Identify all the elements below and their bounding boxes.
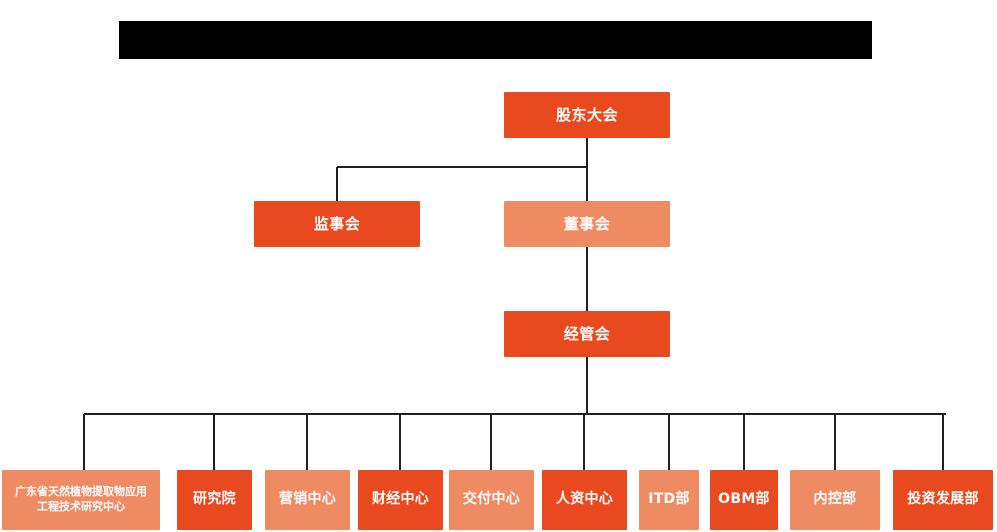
node-investment[interactable]: 投资发展部 — [893, 470, 993, 530]
node-supervisors-label: 监事会 — [313, 214, 361, 233]
node-finance-label: 财经中心 — [371, 491, 430, 508]
redacted-title-banner — [119, 21, 872, 59]
node-investment-label: 投资发展部 — [907, 491, 979, 508]
node-shareholders-label: 股东大会 — [555, 105, 618, 124]
node-directors-label: 董事会 — [563, 214, 611, 233]
node-itd[interactable]: ITD部 — [639, 470, 699, 530]
node-internal-control-label: 内控部 — [813, 491, 857, 508]
node-itd-label: ITD部 — [648, 491, 690, 508]
node-marketing-label: 营销中心 — [278, 491, 337, 508]
node-obm-label: OBM部 — [718, 491, 770, 508]
node-institute[interactable]: 研究院 — [177, 470, 252, 530]
node-hr-label: 人资中心 — [555, 491, 614, 508]
node-research-center[interactable]: 广东省天然植物提取物应用 工程技术研究中心 — [2, 470, 160, 530]
node-management[interactable]: 经管会 — [504, 311, 670, 357]
node-internal-control[interactable]: 内控部 — [790, 470, 880, 530]
node-marketing[interactable]: 营销中心 — [265, 470, 350, 530]
node-delivery[interactable]: 交付中心 — [449, 470, 534, 530]
node-shareholders[interactable]: 股东大会 — [504, 92, 670, 138]
node-directors[interactable]: 董事会 — [504, 201, 670, 247]
node-finance[interactable]: 财经中心 — [358, 470, 443, 530]
node-delivery-label: 交付中心 — [462, 491, 521, 508]
node-supervisors[interactable]: 监事会 — [254, 201, 420, 247]
node-institute-label: 研究院 — [193, 491, 236, 508]
node-hr[interactable]: 人资中心 — [542, 470, 627, 530]
node-research-center-label: 广东省天然植物提取物应用 工程技术研究中心 — [15, 485, 147, 513]
node-obm[interactable]: OBM部 — [710, 470, 778, 530]
node-management-label: 经管会 — [563, 324, 611, 343]
